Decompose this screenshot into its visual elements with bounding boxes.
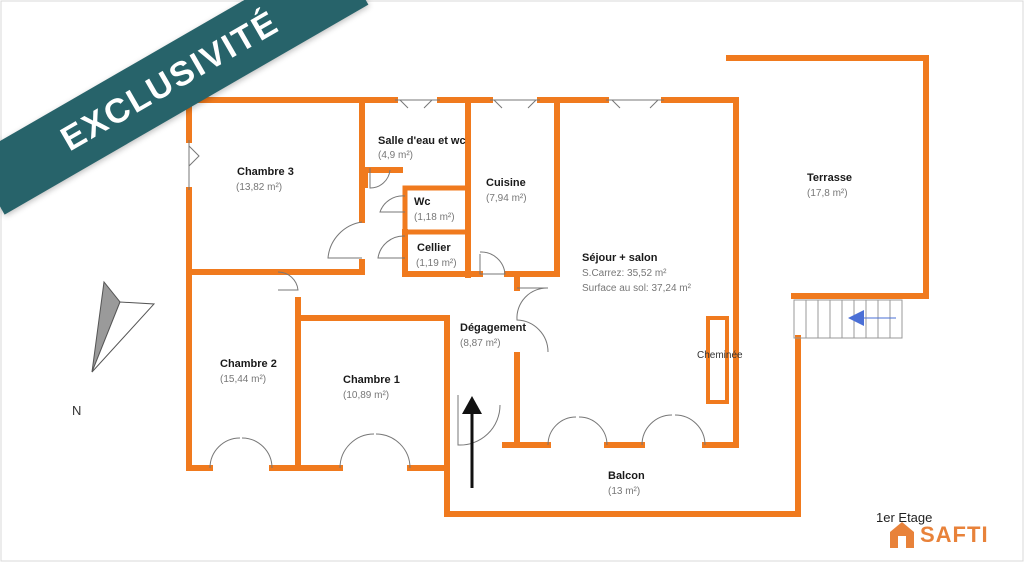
floor-label: 1er Etage xyxy=(876,510,933,525)
walls xyxy=(186,55,929,517)
room-balcon-name: Balcon xyxy=(608,470,645,482)
room-chambre1-name: Chambre 1 xyxy=(343,374,400,386)
room-wc-name: Wc xyxy=(414,196,431,208)
brand-name: SAFTI xyxy=(920,522,989,547)
room-cuisine-area: (7,94 m²) xyxy=(486,193,527,204)
room-chambre1-area: (10,89 m²) xyxy=(343,390,390,401)
room-sejour-sol: Surface au sol: 37,24 m² xyxy=(582,283,691,294)
room-chambre3-name: Chambre 3 xyxy=(237,166,294,178)
room-cellier-name: Cellier xyxy=(417,242,451,254)
room-salle-eau-name: Salle d'eau et wc xyxy=(378,135,466,147)
room-chambre2-area: (15,44 m²) xyxy=(220,374,267,385)
stair-arrow-icon xyxy=(848,310,864,326)
room-terrasse-name: Terrasse xyxy=(807,172,853,184)
entrance-arrow-icon xyxy=(462,396,482,488)
room-degagement-area: (8,87 m²) xyxy=(460,338,501,349)
fireplace-label: Cheminée xyxy=(697,350,743,361)
openings xyxy=(188,99,903,469)
room-chambre2-name: Chambre 2 xyxy=(220,358,277,370)
safti-house-icon xyxy=(890,522,914,548)
room-salle-eau-area: (4,9 m²) xyxy=(378,150,413,161)
room-cuisine-name: Cuisine xyxy=(486,177,526,189)
compass-icon xyxy=(91,280,156,373)
fireplace xyxy=(706,316,729,404)
room-terrasse-area: (17,8 m²) xyxy=(807,188,848,199)
room-degagement-name: Dégagement xyxy=(460,322,527,334)
room-sejour-name: Séjour + salon xyxy=(582,252,658,264)
stair-steps xyxy=(805,300,891,338)
room-balcon-area: (13 m²) xyxy=(608,486,641,497)
room-sejour-carrez: S.Carrez: 35,52 m² xyxy=(582,268,667,279)
brand-logo: SAFTI xyxy=(888,522,989,548)
north-label: N xyxy=(72,403,82,418)
room-chambre3-area: (13,82 m²) xyxy=(236,182,283,193)
room-wc-area: (1,18 m²) xyxy=(414,212,455,223)
room-cellier-area: (1,19 m²) xyxy=(416,258,457,269)
